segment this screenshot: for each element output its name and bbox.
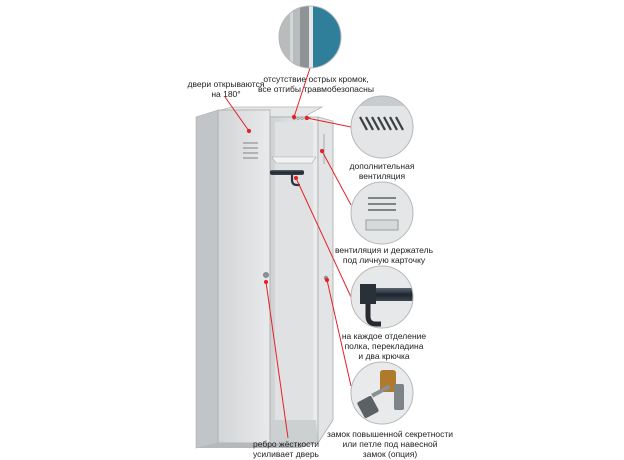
detail-circle-hook xyxy=(350,265,414,329)
detail-circle-lock xyxy=(350,361,414,425)
detail-circle-card-holder xyxy=(350,181,414,245)
left-door-lock xyxy=(263,272,269,278)
callout-no-sharp-edges: отсутствие острых кромок, все отгибы тра… xyxy=(258,74,374,94)
hook-rod-icon xyxy=(360,284,413,327)
callout-lock-options: замок повышенной секретности или петле п… xyxy=(326,429,454,459)
callout-shelf-rod-hooks: на каждое отделение полка, перекладина и… xyxy=(341,331,427,361)
lock-key-icon xyxy=(357,370,404,418)
hanging-rod xyxy=(270,170,304,175)
vent-slots-icon xyxy=(359,116,404,131)
hook xyxy=(290,172,300,187)
left-door-vents xyxy=(243,142,258,159)
callout-vent-card-holder: вентиляция и держатель под личную карточ… xyxy=(334,245,433,265)
callout-rib-door: ребро жёсткости усиливает дверь xyxy=(252,439,320,459)
left-door xyxy=(217,109,271,444)
locker-body xyxy=(195,106,334,449)
detail-circle-ventilation xyxy=(350,95,414,159)
leader-lines xyxy=(224,67,352,439)
callout-extra-ventilation: дополнительная вентиляция xyxy=(349,161,415,181)
detail-circle-edges xyxy=(278,5,342,69)
card-holder-icon xyxy=(365,197,399,231)
callout-doors-180: двери открываются на 180° xyxy=(187,79,265,99)
shelf xyxy=(271,156,317,164)
